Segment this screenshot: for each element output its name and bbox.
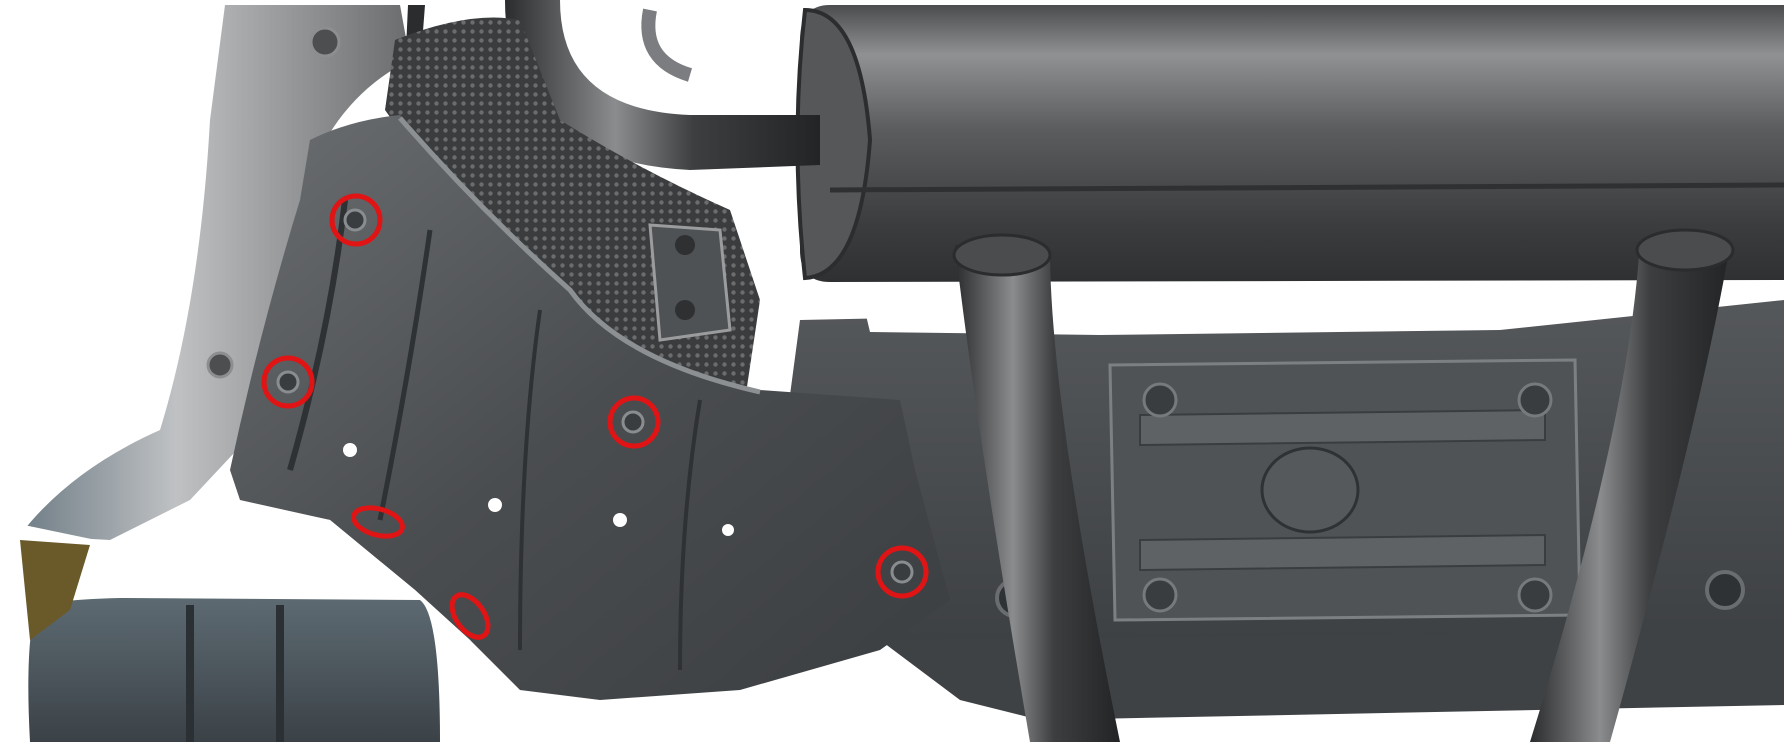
- fender-bolt-icon: [309, 26, 341, 58]
- wheel-arch-liner: [230, 115, 950, 700]
- tailpipe-right: [1530, 240, 1730, 742]
- cover-plate-rib-upper: [1139, 408, 1546, 447]
- liner-bolt-icon: [276, 370, 300, 394]
- liner-hole: [488, 498, 502, 512]
- liner-hole: [722, 524, 734, 536]
- gap-under-muffler: [860, 280, 1784, 335]
- cover-plate-boss: [1260, 446, 1360, 534]
- rear-fender: [20, 5, 410, 540]
- liner-hole: [613, 513, 627, 527]
- rear-tire: [28, 598, 440, 742]
- fastener-marker: [261, 355, 315, 409]
- hanger-bracket: [648, 223, 732, 342]
- tailpipe-right-bend: [1635, 228, 1735, 272]
- cover-plate-rib-lower: [1139, 533, 1546, 572]
- liner-rib: [678, 399, 702, 671]
- plate-bolt-icon: [1517, 382, 1553, 418]
- floor-bolt-icon: [1705, 570, 1745, 610]
- fastener-marker: [607, 395, 661, 449]
- liner-hole: [343, 443, 357, 457]
- fastener-markers: [261, 193, 929, 640]
- liner-rib: [377, 229, 433, 521]
- tailpipe-left: [955, 245, 1120, 742]
- tire-sidewall-accent: [20, 540, 90, 640]
- plate-bolt-icon: [1517, 577, 1553, 613]
- clip-marker: [449, 592, 491, 640]
- tailpipe-left-bend: [952, 233, 1052, 277]
- fender-bolt-icon: [206, 351, 234, 379]
- liner-edge-highlight: [398, 116, 761, 395]
- inlet-pipe-flange: [641, 8, 693, 82]
- fastener-marker: [875, 545, 929, 599]
- inlet-pipe: [505, 0, 820, 170]
- bracket-bolt-icon: [675, 235, 695, 255]
- bracket-bolt-icon: [675, 300, 695, 320]
- plate-bolt-icon: [1142, 382, 1178, 418]
- liner-bolt-icon: [621, 410, 645, 434]
- fastener-marker: [329, 193, 383, 247]
- clip-marker: [351, 505, 405, 539]
- plate-bolt-icon: [1142, 577, 1178, 613]
- muffler-seam: [829, 182, 1784, 193]
- liner-bolt-icon: [343, 208, 367, 232]
- liner-rib: [518, 309, 542, 651]
- muffler-can: [800, 5, 1784, 282]
- liner-rib: [287, 199, 348, 471]
- liner-bolt-icon: [890, 560, 914, 584]
